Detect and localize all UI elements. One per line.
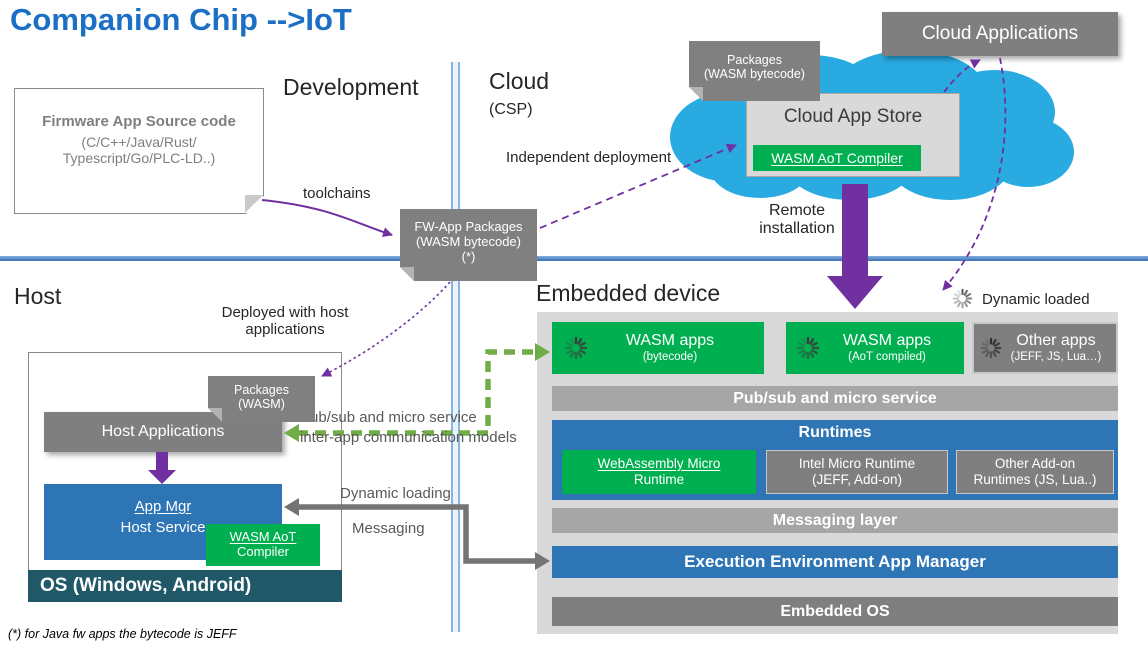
host-packages-note: Packages (WASM) <box>208 376 315 422</box>
host-os-label: OS (Windows, Android) <box>40 575 252 596</box>
intel-micro-runtime-line1: Intel Micro Runtime <box>798 455 916 471</box>
horizontal-divider <box>0 256 1148 261</box>
webassembly-micro-runtime-box: WebAssembly Micro Runtime <box>562 450 756 494</box>
messaging-layer-label: Messaging layer <box>772 511 898 529</box>
remote-installation-line1: Remote <box>768 202 826 219</box>
remote-installation-line2: installation <box>759 220 835 237</box>
host-compiler-label: Compiler <box>236 544 289 559</box>
other-addon-runtimes-line1: Other Add-on <box>994 455 1076 471</box>
fw-packages-line2: (WASM bytecode) <box>416 234 521 249</box>
wasm-apps-bytecode-title: WASM apps <box>625 332 715 350</box>
folded-corner-icon <box>245 195 263 213</box>
remote-installation-label: Remote installation <box>737 202 857 238</box>
cloud-app-store-box: Cloud App Store WASM AoT Compiler <box>746 93 960 177</box>
pubsub-models-line1: Pub/sub and micro service <box>300 409 477 426</box>
execution-environment-bar: Execution Environment App Manager <box>552 546 1118 578</box>
intel-micro-runtime-box: Intel Micro Runtime (JEFF, Add-on) <box>766 450 948 494</box>
deployed-line1: Deployed with host <box>221 304 349 321</box>
fw-packages-note: FW-App Packages (WASM bytecode) (*) <box>400 209 537 281</box>
runtimes-title: Runtimes <box>798 424 872 441</box>
section-label-embedded-device: Embedded device <box>536 280 721 306</box>
loading-spinner-icon <box>796 336 820 360</box>
folded-corner-icon <box>400 267 414 281</box>
host-os-bar: OS (Windows, Android) <box>28 570 342 602</box>
wasm-apps-aot-sub: (AoT compiled) <box>848 350 926 363</box>
toolchains-label: toolchains <box>303 185 371 202</box>
embedded-os-label: Embedded OS <box>780 602 890 620</box>
app-mgr-label[interactable]: App Mgr <box>134 498 192 515</box>
vertical-divider <box>451 62 460 632</box>
dynamic-loading-label: Dynamic loading <box>340 485 451 502</box>
firmware-line3: Typescript/Go/PLC-LD..) <box>62 150 216 166</box>
runtimes-panel: Runtimes WebAssembly Micro Runtime Intel… <box>552 420 1118 500</box>
host-packages-line1: Packages <box>234 383 289 397</box>
pubsub-service-label: Pub/sub and micro service <box>733 389 937 407</box>
host-packages-line2: (WASM) <box>238 397 285 411</box>
fw-packages-line3: (*) <box>461 249 476 264</box>
footnote: (*) for Java fw apps the bytecode is JEF… <box>8 627 237 641</box>
other-apps-title: Other apps <box>1016 332 1096 350</box>
section-label-development: Development <box>283 74 419 100</box>
section-label-host: Host <box>14 283 62 309</box>
section-label-cloud: Cloud <box>489 68 550 94</box>
cloud-packages-line1: Packages <box>727 53 782 67</box>
other-apps-box: Other apps (JEFF, JS, Lua…) <box>972 322 1118 374</box>
firmware-line2: (C/C++/Java/Rust/ <box>81 134 197 150</box>
wasm-apps-aot-title: WASM apps <box>842 332 932 350</box>
section-label-csp: (CSP) <box>489 101 533 118</box>
embedded-os-bar: Embedded OS <box>552 597 1118 626</box>
wasm-apps-aot-box: WASM apps (AoT compiled) <box>786 322 964 374</box>
webassembly-micro-runtime-line2: Runtime <box>633 472 685 487</box>
cloud-applications-label: Cloud Applications <box>921 23 1079 44</box>
loading-spinner-icon <box>564 336 588 360</box>
firmware-source-box: Firmware App Source code (C/C++/Java/Rus… <box>14 88 264 214</box>
pubsub-models-line2: inter-app communication models <box>300 429 517 446</box>
cloud-packages-note: Packages (WASM bytecode) <box>689 41 820 101</box>
loading-spinner-icon <box>952 288 973 309</box>
wasm-apps-bytecode-box: WASM apps (bytecode) <box>552 322 764 374</box>
cloud-wasm-aot-compiler-box: WASM AoT Compiler <box>753 145 921 171</box>
cloud-app-store-title: Cloud App Store <box>783 106 923 127</box>
independent-deployment-label: Independent deployment <box>506 149 672 166</box>
fw-packages-line1: FW-App Packages <box>414 219 523 234</box>
other-apps-sub: (JEFF, JS, Lua…) <box>1010 350 1102 363</box>
host-wasm-aot-label[interactable]: WASM AoT <box>229 529 297 544</box>
pubsub-service-bar: Pub/sub and micro service <box>552 386 1118 411</box>
host-wasm-aot-compiler-box: WASM AoT Compiler <box>206 524 320 566</box>
host-applications-label: Host Applications <box>101 423 225 440</box>
toolchains-arrow <box>261 199 393 237</box>
webassembly-micro-runtime-line1[interactable]: WebAssembly Micro <box>597 455 721 471</box>
dynamic-loaded-label: Dynamic loaded <box>982 291 1090 308</box>
messaging-layer-bar: Messaging layer <box>552 508 1118 533</box>
firmware-title: Firmware App Source code <box>42 113 236 130</box>
intel-micro-runtime-line2: (JEFF, Add-on) <box>811 472 902 487</box>
messaging-label: Messaging <box>352 520 425 537</box>
wasm-apps-bytecode-sub: (bytecode) <box>642 350 698 363</box>
deployed-with-host-label: Deployed with host applications <box>195 304 375 338</box>
cloud-packages-line2: (WASM bytecode) <box>704 67 805 81</box>
execution-environment-label: Execution Environment App Manager <box>684 552 986 571</box>
other-addon-runtimes-line2: Runtimes (JS, Lua..) <box>973 472 1097 487</box>
host-service-label: Host Service <box>120 519 206 536</box>
cloud-wasm-aot-compiler-label[interactable]: WASM AoT Compiler <box>771 150 903 166</box>
loading-spinner-icon <box>980 337 1002 359</box>
deployed-line2: applications <box>245 321 325 338</box>
cloud-applications-box: Cloud Applications <box>882 12 1118 56</box>
other-addon-runtimes-box: Other Add-on Runtimes (JS, Lua..) <box>956 450 1114 494</box>
page-title: Companion Chip -->IoT <box>10 2 352 37</box>
